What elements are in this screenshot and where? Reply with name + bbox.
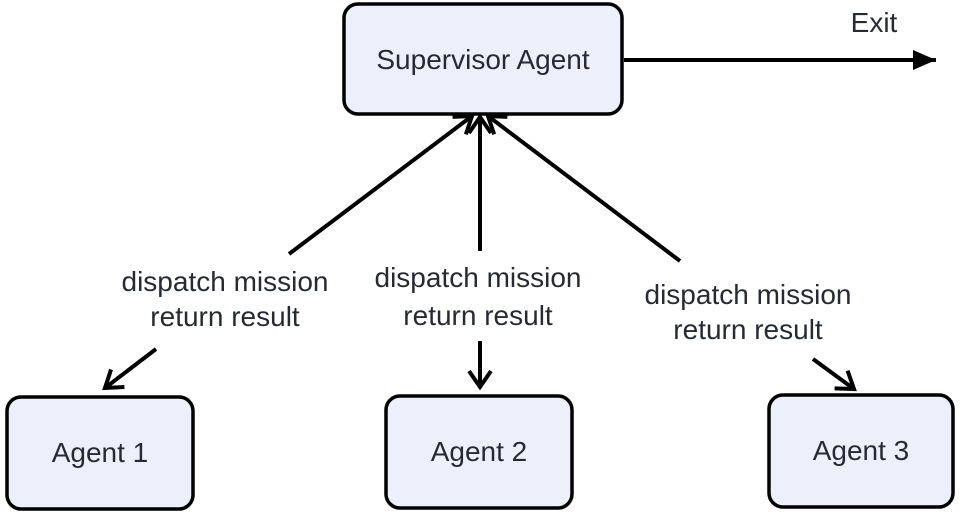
edge-supervisor-agent3: dispatch mission return result <box>485 113 857 392</box>
exit-label: Exit <box>851 7 898 38</box>
supervisor-node-label: Supervisor Agent <box>376 44 589 75</box>
edge-agent1-label-line1: dispatch mission <box>122 266 329 297</box>
edge-agent3-to-supervisor-line <box>485 113 682 263</box>
supervisor-node-box <box>342 2 624 116</box>
node-agent2: Agent 2 <box>384 394 574 510</box>
edge-agent2-label-line2: return result <box>403 300 553 331</box>
edge-agent1-to-supervisor-line <box>287 113 475 256</box>
agent1-node-label: Agent 1 <box>52 437 149 468</box>
edge-supervisor-agent2: dispatch mission return result <box>375 113 582 391</box>
edge-agent3-label-line2: return result <box>673 314 823 345</box>
node-supervisor: Supervisor Agent <box>342 2 624 116</box>
edge-agent2-label-line1: dispatch mission <box>375 262 582 293</box>
node-agent3: Agent 3 <box>767 393 955 509</box>
edge-supervisor-to-agent1-line <box>102 347 158 391</box>
edge-exit: Exit <box>624 7 936 70</box>
agent1-node-box <box>5 395 195 511</box>
edge-supervisor-to-agent3-line <box>811 357 857 392</box>
edge-agent3-label-line1: dispatch mission <box>645 279 852 310</box>
node-agent1: Agent 1 <box>5 395 195 511</box>
edge-supervisor-agent1: dispatch mission return result <box>102 113 475 391</box>
edge-agent1-label-line2: return result <box>150 301 300 332</box>
agent3-node-label: Agent 3 <box>813 435 910 466</box>
agent2-node-box <box>384 394 574 510</box>
agent3-node-box <box>767 393 955 509</box>
agent2-node-label: Agent 2 <box>431 436 528 467</box>
